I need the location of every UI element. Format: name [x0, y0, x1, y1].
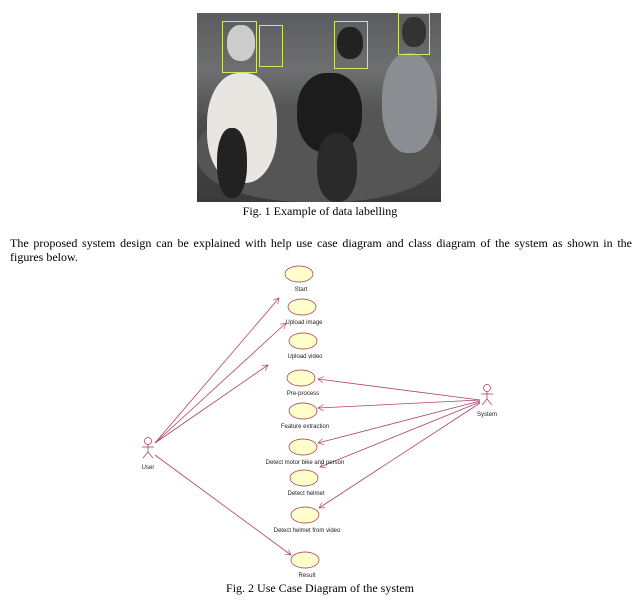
use-case-ellipse: [288, 332, 318, 350]
use-case-ellipse: [290, 551, 320, 569]
use-case-feature-extraction: Feature extraction: [281, 402, 329, 430]
use-case-label: Detect helmet: [287, 491, 324, 497]
use-case-upload-image: Upload image: [285, 298, 323, 326]
association-arrow: [154, 323, 286, 444]
bounding-box: [222, 21, 257, 73]
system-actor: System: [477, 384, 497, 418]
use-case-label: Detect motor bike and person: [266, 460, 345, 466]
association-arrow: [318, 399, 481, 408]
body-paragraph: The proposed system design can be explai…: [10, 236, 632, 264]
data-labelling-photo: [197, 13, 441, 202]
user-actor-label: User: [142, 465, 155, 471]
user-actor: User: [142, 437, 155, 471]
use-case-result: Result: [290, 551, 320, 579]
use-case-ellipse: [288, 438, 318, 456]
use-case-ellipse: [290, 506, 320, 524]
bounding-box: [398, 13, 430, 55]
use-case-label: Feature extraction: [281, 424, 329, 430]
association-arrow: [318, 400, 481, 443]
use-case-start: Start: [284, 265, 314, 293]
use-case-ellipse: [287, 298, 317, 316]
figure-1-caption: Fig. 1 Example of data labelling: [242, 204, 398, 218]
association-arrow: [318, 379, 481, 401]
use-case-label: Detect helmet from video: [274, 528, 341, 534]
figure-2-caption: Fig. 2 Use Case Diagram of the system: [226, 581, 414, 595]
use-case-ellipse: [289, 469, 319, 487]
use-case-label: Upload video: [287, 354, 323, 360]
association-arrow: [154, 454, 291, 555]
use-case-ellipse: [286, 369, 316, 387]
bounding-box: [334, 21, 368, 69]
use-case-pre-process: Pre-process: [286, 369, 319, 397]
use-case-detect-helmet-from-video: Detect helmet from video: [274, 506, 341, 534]
association-arrow: [154, 298, 279, 444]
use-case-label: Upload image: [285, 320, 323, 326]
use-case-detect-helmet: Detect helmet: [287, 469, 325, 497]
use-case-ellipse: [284, 265, 314, 283]
use-case-label: Result: [298, 573, 315, 579]
use-case-detect-motor-bike-and-person: Detect motor bike and person: [266, 438, 345, 466]
system-actor-label: System: [477, 412, 497, 418]
use-case-label: Start: [295, 287, 308, 293]
use-case-label: Pre-process: [287, 391, 319, 397]
association-arrow: [319, 402, 481, 508]
association-arrow: [320, 401, 481, 467]
use-case-upload-video: Upload video: [287, 332, 323, 360]
bounding-box: [259, 25, 283, 67]
association-arrow: [154, 365, 268, 444]
use-case-ellipse: [288, 402, 318, 420]
